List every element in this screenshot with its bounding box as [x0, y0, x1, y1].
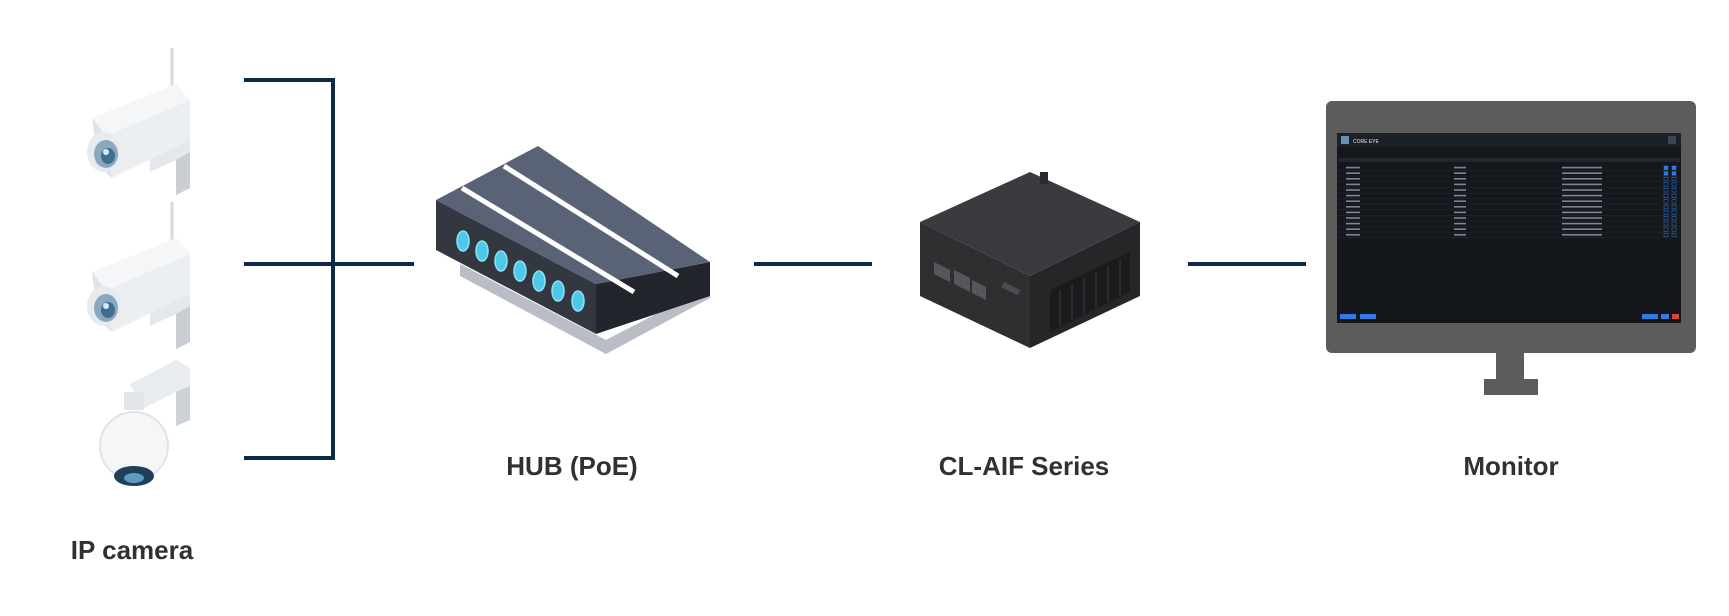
cl-aif-label: CL-AIF Series: [938, 451, 1110, 481]
vent-mesh: [1050, 252, 1130, 332]
screen-table-row: [1338, 221, 1680, 227]
monitor-foot: [1484, 379, 1538, 395]
screen-toggle-icon: [1668, 136, 1676, 144]
app-logo-icon: [1341, 136, 1349, 144]
screen-table-row: [1338, 199, 1680, 205]
screen-table-row: [1338, 176, 1680, 183]
screen-table-row: [1338, 232, 1680, 239]
screen-table-row: [1338, 188, 1680, 194]
screen-table-row: [1338, 204, 1680, 211]
screen-table: [1338, 165, 1680, 239]
screen-button: [1642, 314, 1658, 319]
hub-label: HUB (PoE): [506, 451, 638, 481]
connection-lines: [244, 78, 1306, 460]
bullet-camera-icon: [87, 48, 190, 195]
box-pc-icon: [920, 172, 1140, 348]
screen-button: [1340, 314, 1356, 319]
screen-table-row: [1338, 227, 1680, 233]
poe-hub-icon: [436, 146, 710, 354]
hub-ports: [456, 230, 585, 312]
monitor-neck: [1496, 353, 1524, 379]
screen-button: [1360, 314, 1376, 319]
monitor-icon: CORE EYE: [1326, 101, 1696, 395]
screen-table-row: [1338, 165, 1680, 171]
screen-table-row: [1338, 193, 1680, 199]
screen-table-row: [1338, 171, 1680, 177]
screen-table-row: [1338, 182, 1680, 188]
screen-button: [1661, 314, 1669, 319]
screen-table-row: [1338, 210, 1680, 216]
monitor-label: Monitor: [1463, 451, 1559, 481]
app-title: CORE EYE: [1353, 139, 1380, 145]
screen-table-row: [1338, 216, 1680, 222]
monitor-screen: CORE EYE: [1337, 133, 1681, 323]
camera-bracket: [244, 78, 335, 460]
screen-button: [1672, 314, 1679, 319]
dome-camera-icon: [99, 360, 190, 486]
bullet-camera-icon: [87, 202, 190, 349]
ip-camera-label: IP camera: [70, 535, 194, 565]
